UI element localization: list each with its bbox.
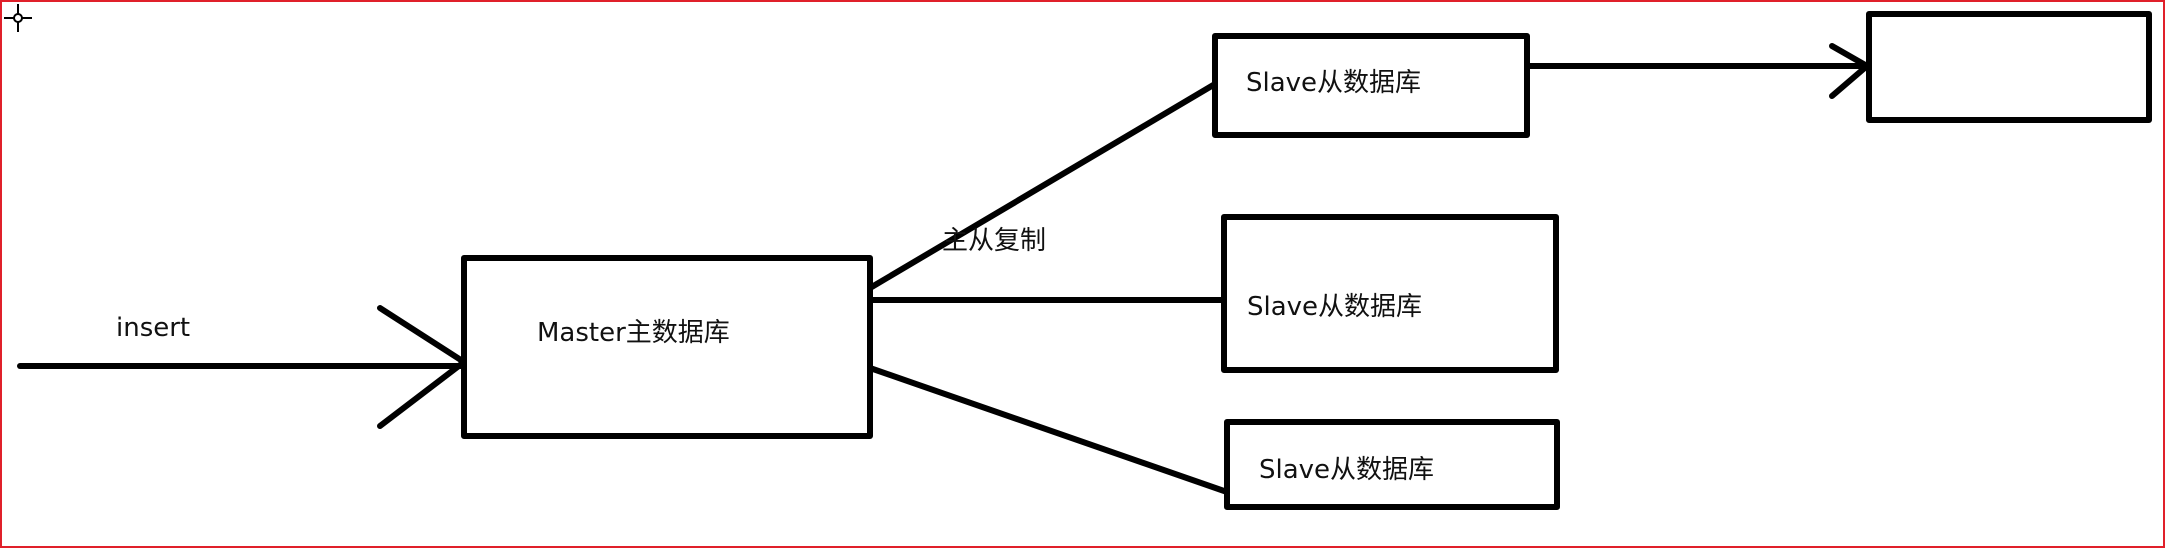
slave-box-1 [1212,33,1530,138]
slave-label-2: Slave从数据库 [1247,292,1423,322]
slave-box-2 [1221,214,1559,373]
slave-label-3: Slave从数据库 [1259,455,1435,485]
slave-box-3 [1224,419,1560,510]
insert-label: insert [116,313,191,343]
master-box [461,255,873,439]
connector-to-slave-1 [867,81,1218,291]
connector-to-slave-3 [867,365,1230,495]
slave-1-arrowhead [1829,43,1870,99]
master-label: Master主数据库 [537,318,730,348]
replication-label: 主从复制 [942,226,1047,256]
crosshair-cursor-icon [4,4,32,32]
extra-box [1866,11,2152,123]
slave-label-1: Slave从数据库 [1246,68,1422,98]
